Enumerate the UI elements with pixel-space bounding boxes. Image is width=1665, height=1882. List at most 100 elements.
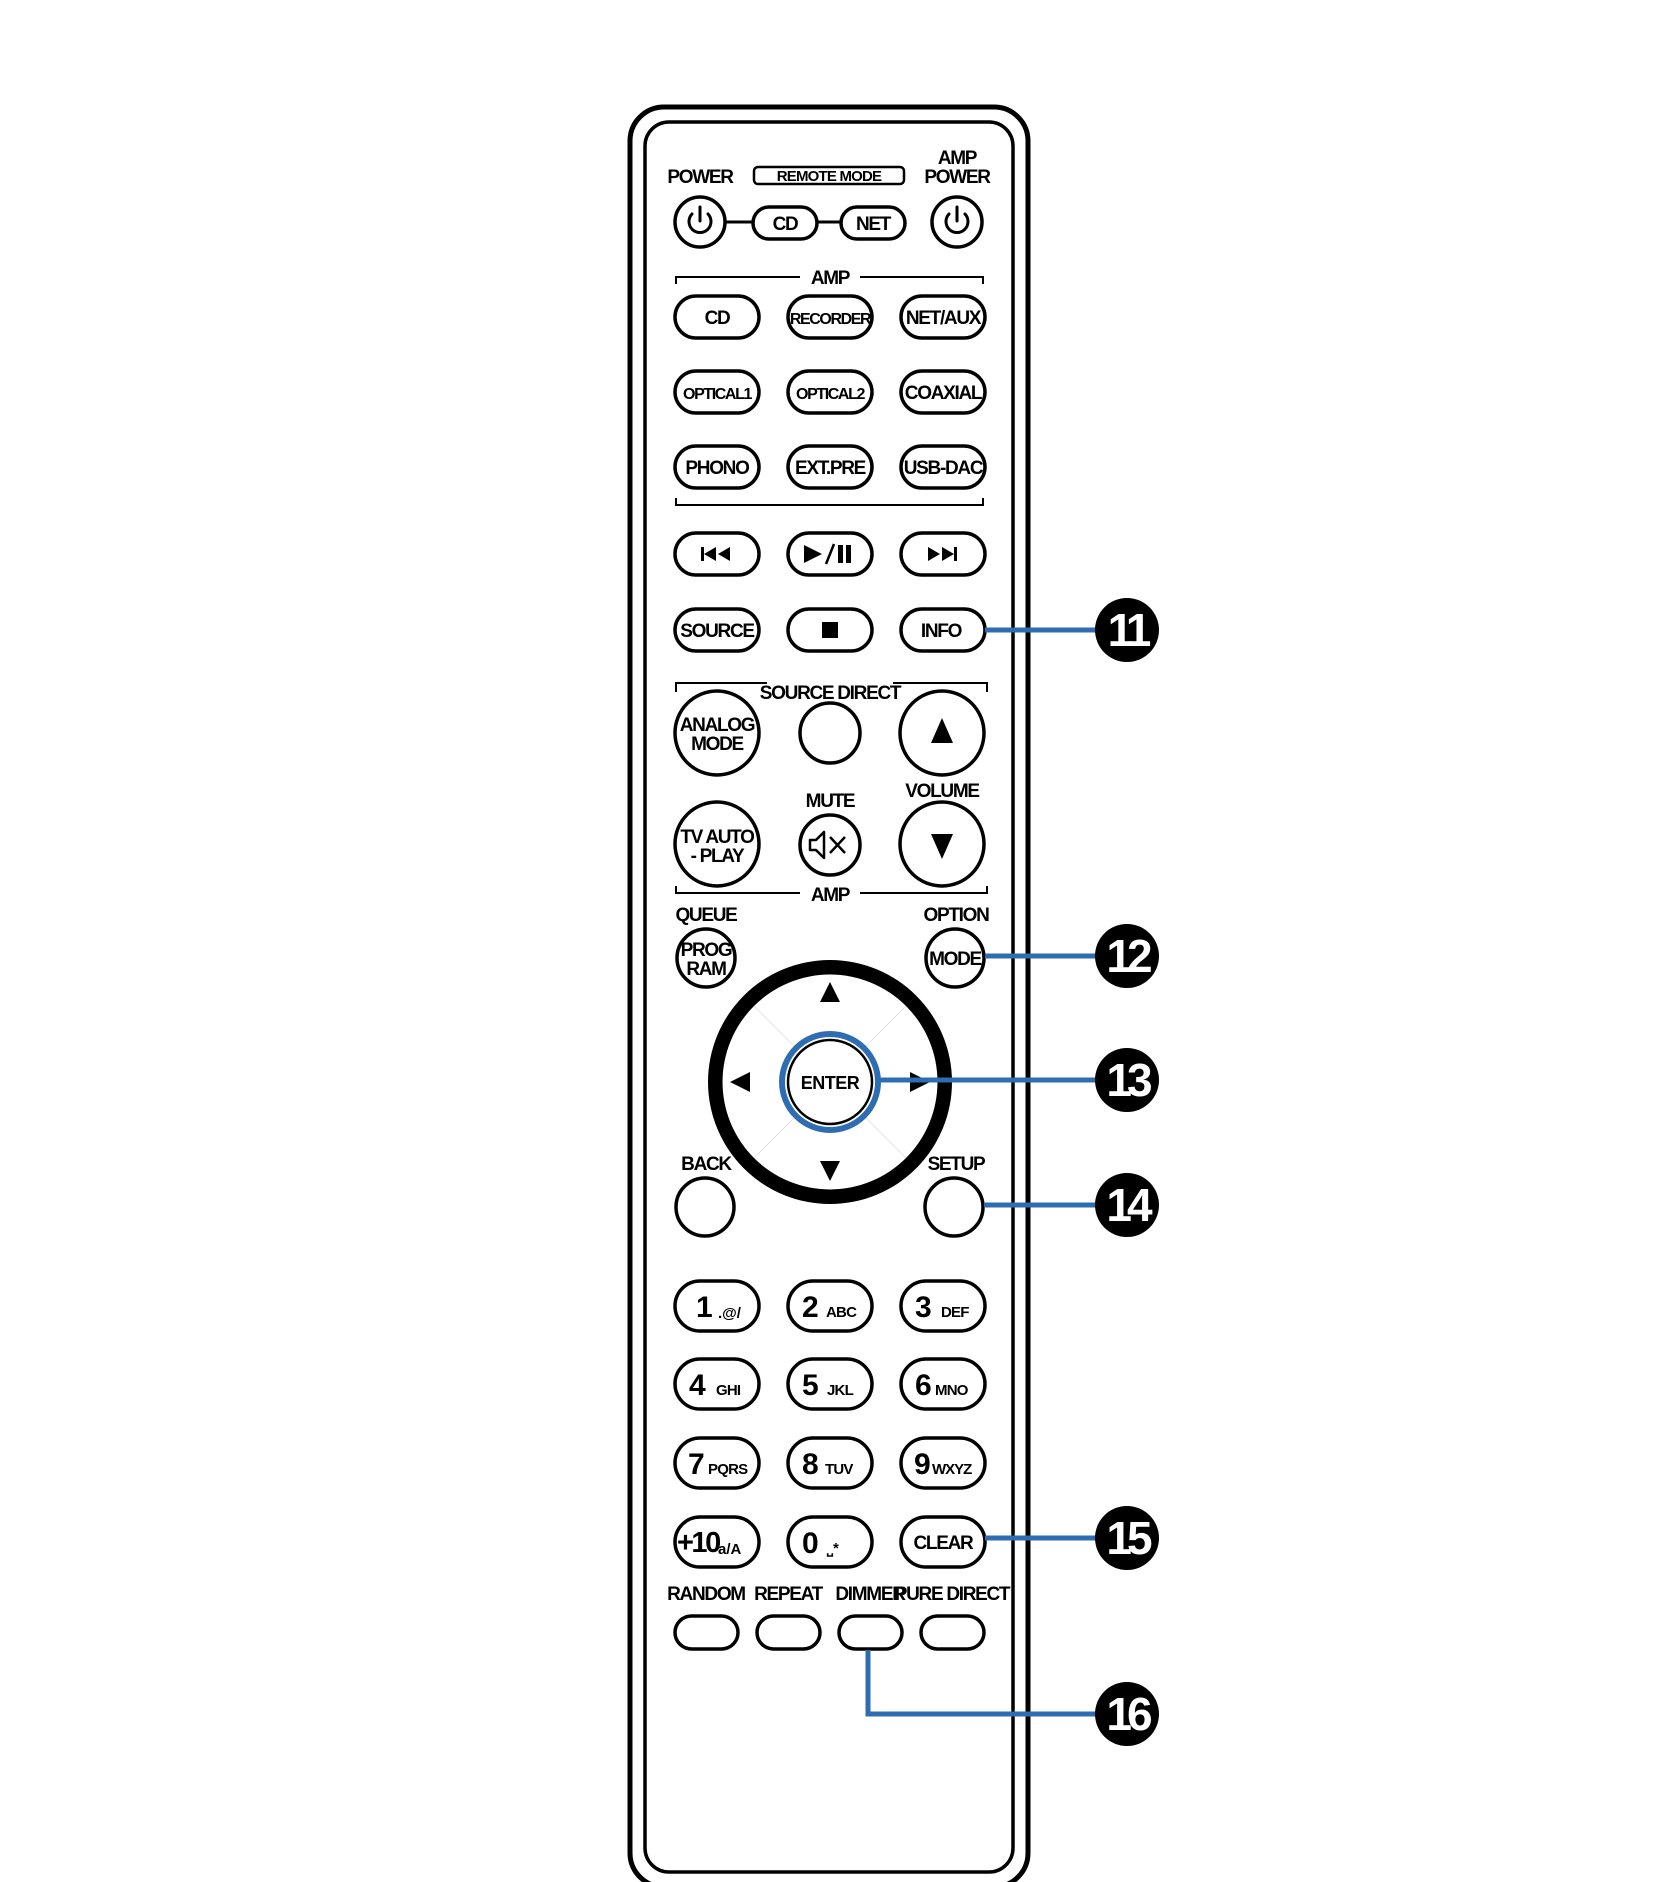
coaxial-input-button[interactable]: COAXIAL <box>899 369 987 415</box>
number-button-5[interactable]: 5 JKL <box>786 1357 874 1411</box>
cd-input-button[interactable]: CD <box>673 294 761 340</box>
svg-text:ANALOG: ANALOG <box>680 715 755 736</box>
skip-forward-button[interactable] <box>899 531 987 577</box>
source-direct-label: SOURCE DIRECT <box>760 683 902 704</box>
back-label: BACK <box>681 1154 732 1175</box>
cursor-up-button[interactable] <box>754 974 906 1049</box>
svg-text:0: 0 <box>802 1527 819 1560</box>
skip-back-button[interactable] <box>673 531 761 577</box>
volume-up-button[interactable] <box>898 689 986 777</box>
svg-text:4: 4 <box>689 1369 706 1402</box>
volume-down-button[interactable] <box>898 800 986 888</box>
number-button-1[interactable]: 1.@/ <box>673 1279 761 1333</box>
stop-button[interactable] <box>786 607 874 653</box>
mute-icon <box>808 830 846 860</box>
remote-mode-cd-button[interactable]: CD <box>751 205 819 241</box>
ext-pre-input-button[interactable]: EXT.PRE <box>786 444 874 490</box>
amp-power-button[interactable] <box>930 195 984 249</box>
svg-text:PROG: PROG <box>681 940 732 961</box>
amp-group-label-2: AMP <box>811 885 851 906</box>
callout-16: 16 <box>1095 1682 1159 1746</box>
callout-13: 13 <box>1095 1048 1159 1112</box>
power-button[interactable] <box>673 195 727 249</box>
mode-button[interactable]: MODE <box>924 927 986 989</box>
svg-text:SOURCE: SOURCE <box>680 621 754 642</box>
svg-text:USB-DAC: USB-DAC <box>904 458 984 479</box>
svg-text:8: 8 <box>802 1448 819 1481</box>
svg-text:11: 11 <box>1108 604 1151 656</box>
number-button-0[interactable]: 0⎵* <box>786 1515 874 1569</box>
queue-label: QUEUE <box>675 905 737 926</box>
svg-text:2: 2 <box>802 1291 819 1324</box>
number-button-3[interactable]: 3 DEF <box>899 1279 987 1333</box>
arrow-down-icon <box>820 1161 840 1181</box>
stop-icon <box>822 622 838 638</box>
number-button-8[interactable]: 8 TUV <box>786 1436 874 1490</box>
svg-text:MODE: MODE <box>929 949 981 970</box>
number-button-4[interactable]: 4 GHI <box>673 1357 761 1411</box>
source-direct-button[interactable] <box>798 701 862 765</box>
net-aux-input-button[interactable]: NET/AUX <box>899 294 987 340</box>
source-button[interactable]: SOURCE <box>673 607 761 653</box>
svg-text:EXT.PRE: EXT.PRE <box>795 458 866 479</box>
mute-label: MUTE <box>806 791 855 812</box>
svg-text:COAXIAL: COAXIAL <box>905 383 983 404</box>
svg-text:16: 16 <box>1106 1688 1151 1740</box>
svg-text:CD: CD <box>705 308 730 329</box>
enter-button[interactable]: ENTER <box>779 1031 881 1133</box>
svg-text:12: 12 <box>1106 930 1151 982</box>
repeat-button[interactable] <box>755 1614 822 1651</box>
svg-text:5: 5 <box>802 1369 819 1402</box>
back-button[interactable] <box>674 1176 736 1238</box>
power-icon <box>944 205 970 234</box>
optical1-input-button[interactable]: OPTICAL1 <box>673 369 761 415</box>
svg-text:NET/AUX: NET/AUX <box>906 308 982 329</box>
cursor-left-button[interactable] <box>722 1006 797 1158</box>
arrow-up-icon <box>820 982 840 1002</box>
svg-text:6: 6 <box>915 1369 932 1402</box>
usb-dac-input-button[interactable]: USB-DAC <box>899 444 987 490</box>
mute-button[interactable] <box>798 813 862 877</box>
pure-direct-label: PURE DIRECT <box>895 1584 1011 1605</box>
recorder-input-button[interactable]: RECORDER <box>786 294 874 340</box>
clear-button[interactable]: CLEAR <box>899 1515 987 1569</box>
callout-14: 14 <box>1095 1173 1159 1237</box>
svg-text:3: 3 <box>915 1291 932 1324</box>
cursor-down-button[interactable] <box>754 1115 906 1190</box>
setup-button[interactable] <box>923 1176 985 1238</box>
program-button[interactable]: PROG RAM <box>675 927 737 989</box>
analog-mode-button[interactable]: ANALOG MODE <box>673 689 761 777</box>
remote-mode-net-button[interactable]: NET <box>839 205 907 241</box>
svg-text:TUV: TUV <box>825 1461 853 1478</box>
remote-mode-frame <box>752 165 906 186</box>
remote-body-inner <box>643 120 1015 1874</box>
power-label: POWER <box>667 167 734 188</box>
svg-text:DEF: DEF <box>941 1304 969 1321</box>
tv-auto-play-button[interactable]: TV AUTO - PLAY <box>673 800 761 888</box>
play-pause-button[interactable] <box>786 531 874 577</box>
pure-direct-button[interactable] <box>919 1614 986 1651</box>
svg-text:13: 13 <box>1106 1054 1151 1106</box>
svg-text:MNO: MNO <box>935 1382 969 1399</box>
arrow-left-icon <box>730 1072 750 1092</box>
svg-text:OPTICAL2: OPTICAL2 <box>796 386 865 403</box>
optical2-input-button[interactable]: OPTICAL2 <box>786 369 874 415</box>
random-button[interactable] <box>673 1614 740 1651</box>
svg-text:9: 9 <box>914 1448 931 1481</box>
dimmer-button[interactable] <box>837 1614 904 1651</box>
svg-text:GHI: GHI <box>716 1382 741 1399</box>
volume-up-icon <box>931 718 953 743</box>
amp-power-label-2: POWER <box>924 167 991 188</box>
phono-input-button[interactable]: PHONO <box>673 444 761 490</box>
svg-text:CLEAR: CLEAR <box>914 1533 975 1554</box>
svg-text:JKL: JKL <box>827 1382 854 1399</box>
amp-group-label: AMP <box>811 268 851 289</box>
svg-text:1: 1 <box>696 1291 712 1324</box>
info-button[interactable]: INFO <box>899 607 987 653</box>
